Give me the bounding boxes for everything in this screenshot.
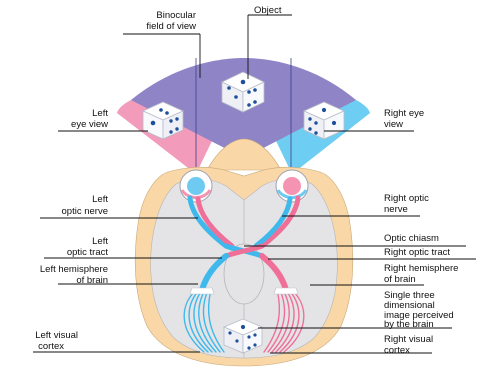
- left-eye: [180, 170, 212, 202]
- label-right-eye-view: Right eye: [384, 108, 424, 119]
- label-right-optic-tract: Right optic tract: [384, 247, 450, 258]
- label-right-visual-cortex: Right visual: [384, 334, 433, 345]
- label-right-eye-view-line2: view: [384, 119, 403, 130]
- label-left-visual-cortex: Left visual: [35, 330, 78, 341]
- right-eye: [276, 170, 308, 202]
- label-left-eye-view: Left: [92, 108, 108, 119]
- label-right-visual-cortex-line2: cortex: [384, 345, 410, 356]
- label-right-hemisphere: Right hemisphere: [384, 263, 458, 274]
- label-left-optic-tract: Left: [92, 236, 108, 247]
- label-left-hemisphere: Left hemisphere: [40, 264, 108, 275]
- label-left-eye-view-line2: eye view: [71, 119, 108, 130]
- label-left-hemisphere-line2: of brain: [76, 275, 108, 286]
- label-right-optic-nerve-line2: nerve: [384, 204, 408, 215]
- label-left-optic-nerve: Left: [92, 194, 108, 205]
- label-right-hemisphere-line2: of brain: [384, 274, 416, 285]
- label-binocular-field: Binocular: [156, 10, 196, 21]
- label-single-image-line4: by the brain: [384, 319, 434, 330]
- label-right-optic-nerve: Right optic: [384, 193, 429, 204]
- label-optic-chiasm: Optic chiasm: [384, 233, 439, 244]
- label-left-optic-tract-line2: optic tract: [67, 247, 109, 258]
- label-binocular-field-line2: field of view: [146, 21, 196, 32]
- label-left-optic-nerve-line2: optic nerve: [62, 206, 108, 217]
- label-object: Object: [254, 5, 282, 16]
- label-left-visual-cortex-line2: cortex: [38, 341, 64, 352]
